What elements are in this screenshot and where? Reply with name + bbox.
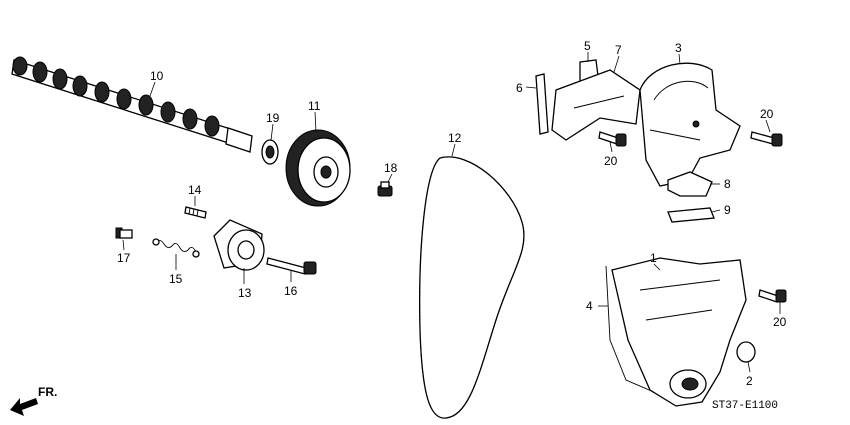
callout-1: 1 <box>650 251 657 265</box>
upper-cover-bracket-7 <box>551 69 641 141</box>
seal-6 <box>535 73 549 135</box>
callout-15: 15 <box>169 272 183 286</box>
callout-12: 12 <box>448 131 462 145</box>
callout-20-upper-right: 20 <box>760 107 774 121</box>
callout-2: 2 <box>746 374 753 388</box>
lower-cover-seal <box>605 265 673 401</box>
callout-9: 9 <box>724 203 731 217</box>
callout-17: 17 <box>117 251 131 265</box>
bolt-16 <box>266 257 317 275</box>
callout-11: 11 <box>308 99 321 113</box>
callout-16: 16 <box>284 284 298 298</box>
callout-18: 18 <box>384 161 398 175</box>
leader-lines <box>122 52 781 373</box>
bolt-20-upper-right <box>750 131 783 147</box>
camshaft-pulley <box>285 129 351 207</box>
callout-10: 10 <box>150 69 164 83</box>
pin-17 <box>115 227 133 239</box>
callout-7: 7 <box>615 43 622 57</box>
lower-timing-cover <box>611 257 747 407</box>
grommet <box>736 341 756 363</box>
callout-13: 13 <box>238 286 252 300</box>
callout-14: 14 <box>188 183 202 197</box>
tensioner-spring <box>152 238 200 258</box>
front-arrow-icon <box>10 398 38 416</box>
bolt-18 <box>377 181 393 197</box>
callout-20-lower: 20 <box>773 315 787 329</box>
stud-14 <box>184 206 207 219</box>
callout-numbers: 10 19 11 12 18 14 17 15 13 16 6 5 7 3 20… <box>117 39 787 388</box>
bolt-20-lower <box>758 289 787 303</box>
callout-20-upper-left: 20 <box>604 154 618 168</box>
timing-belt-tensioner <box>213 219 265 271</box>
front-direction-indicator: FR. <box>10 385 57 416</box>
bracket-8 <box>667 171 713 197</box>
callout-3: 3 <box>675 41 682 55</box>
callout-4: 4 <box>586 299 593 313</box>
front-arrow-label: FR. <box>38 385 57 399</box>
callout-5: 5 <box>584 39 591 53</box>
upper-timing-cover <box>639 62 741 187</box>
callout-19: 19 <box>266 111 280 125</box>
callout-8: 8 <box>724 177 731 191</box>
bracket-9 <box>667 207 715 223</box>
diagram-code: ST37-E1100 <box>712 400 778 412</box>
camshaft <box>11 56 253 153</box>
oil-seal <box>261 139 279 165</box>
timing-belt <box>419 156 525 419</box>
bolt-20-upper-left <box>598 131 627 147</box>
callout-6: 6 <box>516 81 523 95</box>
